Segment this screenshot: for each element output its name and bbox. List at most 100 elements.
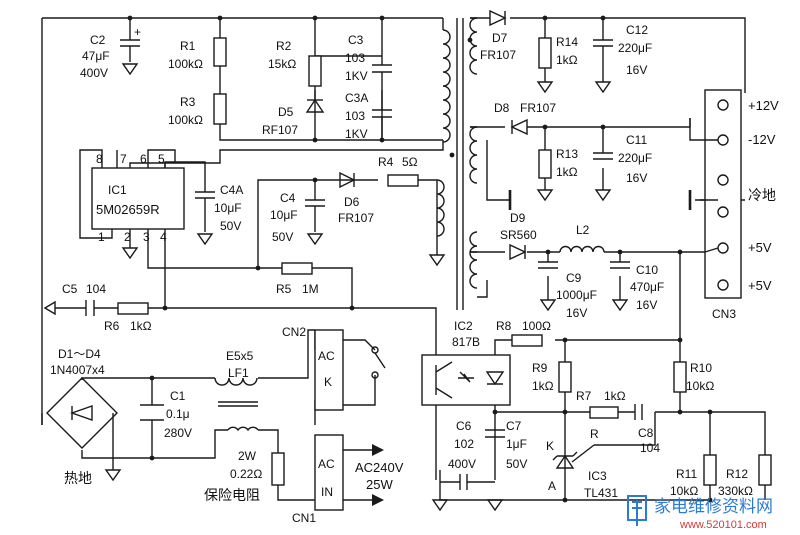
c10-value: 470μF	[630, 280, 664, 294]
r14-ref: R14	[556, 35, 578, 49]
c3-rating: 1KV	[345, 69, 368, 83]
r6-resistor	[117, 302, 149, 315]
fuse-rating: 0.22Ω	[230, 467, 262, 481]
ic1-pin-5: 5	[158, 152, 165, 166]
cn2-pin-k: K	[324, 375, 332, 389]
r12-resistor	[758, 454, 772, 486]
c8-capacitor	[634, 404, 643, 420]
r4-resistor	[387, 174, 419, 187]
d6-ref: D6	[344, 195, 360, 209]
cn3-output-minus12: -12V	[748, 132, 776, 147]
fuse-name: 保险电阻	[204, 488, 260, 504]
wiring	[41, 17, 766, 501]
c3-c3a-capacitors	[372, 56, 392, 140]
r5-ref: R5	[276, 282, 292, 296]
c4-value: 10μF	[270, 208, 298, 222]
r2-value: 15kΩ	[268, 57, 296, 71]
ic1-pin-1: 1	[98, 230, 105, 244]
ic2-part: 817B	[452, 335, 480, 349]
cn1-ref: CN1	[292, 511, 316, 525]
r7-value: 1kΩ	[604, 389, 626, 403]
cn1-connector	[314, 434, 344, 511]
c2-capacitor: +	[120, 25, 141, 75]
c5-ref: C5	[62, 282, 78, 296]
ic1-ref: IC1	[108, 183, 127, 197]
r12-value: 330kΩ	[718, 484, 753, 498]
c6-rating: 400V	[448, 457, 476, 471]
ic3-pin-k: K	[546, 439, 554, 453]
r13-value: 1kΩ	[556, 165, 578, 179]
ic1-part: 5M02659R	[96, 202, 160, 217]
ic1-pin-8: 8	[96, 152, 103, 166]
hot-ground-label: 热地	[64, 471, 92, 487]
l2-ref: L2	[576, 223, 590, 237]
cn2-pin-ac: AC	[318, 349, 335, 363]
r5-value: 1M	[302, 282, 319, 296]
svg-text:+: +	[134, 25, 141, 39]
d6-diode	[339, 171, 356, 189]
c12-ref: C12	[626, 23, 648, 37]
d5-part: RF107	[262, 123, 298, 137]
r7-resistor	[589, 406, 619, 419]
ic3-pin-r: R	[590, 427, 599, 441]
ic3-part: TL431	[584, 486, 618, 500]
d1d4-ref: D1～D4	[58, 347, 101, 361]
d1d4-part: 1N4007x4	[50, 363, 105, 377]
fuse-value: 2W	[238, 449, 257, 463]
c4-rating: 50V	[272, 230, 293, 244]
cn3-ref: CN3	[712, 307, 736, 321]
r11-ref: R11	[676, 467, 697, 481]
r8-resistor	[511, 334, 543, 347]
ic1-pin-2: 2	[124, 230, 131, 244]
r9-value: 1kΩ	[532, 379, 554, 393]
r2-ref: R2	[276, 39, 292, 53]
fuse-resistor	[271, 452, 285, 486]
r7-ref: R7	[576, 389, 592, 403]
ic3-ref: IC3	[588, 469, 607, 483]
cn3-output-plus5-a: +5V	[748, 240, 772, 255]
r14-resistor	[538, 37, 552, 69]
ic1-chip	[91, 167, 185, 230]
r11-resistor	[703, 454, 717, 486]
c3-value: 103	[345, 51, 365, 65]
d8-diode	[510, 118, 528, 136]
r14-value: 1kΩ	[556, 53, 578, 67]
c4a-ref: C4A	[220, 183, 243, 197]
r2-resistor	[308, 55, 322, 87]
ic1-pin-7: 7	[120, 152, 127, 166]
ic1-pin-4: 4	[160, 230, 167, 244]
cn2-ref: CN2	[282, 325, 306, 339]
ic3-pin-a: A	[548, 479, 556, 493]
r1-ref: R1	[180, 39, 196, 53]
r11-value: 10kΩ	[670, 484, 698, 498]
r4-ref: R4	[378, 155, 394, 169]
transformer	[436, 17, 488, 310]
d9-part: SR560	[500, 228, 537, 242]
c8-value: 104	[640, 441, 660, 455]
c10-rating: 16V	[636, 298, 657, 312]
c2-rating: 400V	[80, 66, 108, 80]
c4a-rating: 50V	[220, 219, 241, 233]
cn3-output-cold-ground: 冷地	[748, 188, 776, 204]
d7-part: FR107	[480, 48, 516, 62]
c6-capacitor	[440, 474, 495, 490]
l2-inductor	[559, 245, 605, 253]
lf1-line-filter	[214, 377, 259, 432]
watermark-name: 家电维修资料网	[654, 497, 773, 517]
cn2-connector	[314, 329, 344, 411]
junctions	[127, 15, 713, 503]
r13-resistor	[538, 149, 552, 179]
r8-value: 100Ω	[522, 319, 551, 333]
c4-capacitor	[305, 199, 325, 245]
ic2-ref: IC2	[454, 319, 473, 333]
r6-ref: R6	[104, 319, 120, 333]
r10-ref: R10	[690, 361, 712, 375]
lf1-ref: LF1	[228, 366, 249, 380]
ic2-optocoupler	[421, 354, 511, 406]
c11-value: 220μF	[618, 151, 652, 165]
cn3-connector	[704, 89, 742, 299]
c9-rating: 16V	[566, 306, 587, 320]
mains-voltage: AC240V	[355, 460, 404, 475]
mains-power: 25W	[366, 477, 393, 492]
